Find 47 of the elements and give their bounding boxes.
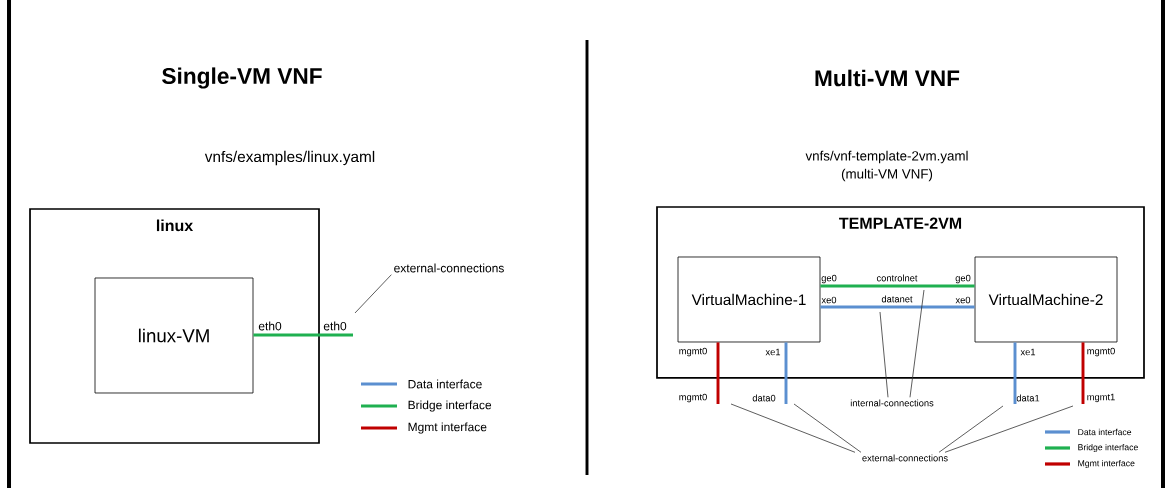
interface-line	[1013, 342, 1017, 404]
port-label: ge0	[955, 274, 971, 284]
interface-line	[820, 305, 975, 309]
leader-line	[909, 289, 925, 398]
legend-text: Mgmt interface	[408, 422, 487, 434]
interface-line	[820, 284, 975, 288]
file-path: vnfs/vnf-template-2vm.yaml	[805, 150, 968, 164]
callout-text: internal-connections	[850, 399, 934, 407]
vm-box: VirtualMachine-2	[974, 256, 1118, 343]
legend-text: Mgmt interface	[1078, 459, 1135, 469]
callout-text: external-connections	[862, 454, 948, 462]
leader-line	[938, 405, 1004, 453]
file-path: vnfs/examples/linux.yaml	[204, 150, 375, 166]
callout-text: eth0	[323, 321, 347, 331]
interface-line	[1081, 342, 1085, 404]
port-label: mgmt0	[679, 347, 707, 357]
callout-text: data0	[752, 394, 776, 402]
port-label: xe0	[955, 296, 971, 304]
port-label: xe0	[821, 296, 837, 304]
leader-line	[944, 405, 1074, 453]
interface-line	[784, 342, 788, 404]
port-label: xe1	[1020, 348, 1036, 356]
callout-text: mgmt0	[679, 393, 707, 403]
interface-line	[716, 342, 720, 404]
leader-line	[879, 311, 889, 398]
vm-box: VirtualMachine-1	[677, 256, 821, 343]
legend-text: Bridge interface	[1078, 443, 1138, 453]
edge-label: controlnet	[876, 274, 918, 282]
edge-label: datanet	[881, 295, 913, 303]
callout-text: external-connections	[394, 263, 504, 273]
heading: Multi-VM VNF	[815, 69, 960, 87]
file-path: (multi-VM VNF)	[841, 168, 933, 182]
port-label: xe1	[765, 348, 781, 356]
interface-line	[253, 333, 353, 337]
leader-line	[730, 403, 856, 453]
legend-text: Bridge interface	[408, 400, 492, 412]
port-label: eth0	[258, 321, 282, 331]
leader-line	[354, 274, 392, 314]
port-label: ge0	[821, 274, 837, 284]
heading: Single-VM VNF	[162, 67, 322, 89]
leader-line	[793, 403, 862, 453]
port-label: mgmt0	[1087, 347, 1115, 357]
legend-text: Data interface	[1078, 428, 1132, 436]
legend-text: Data interface	[408, 379, 482, 389]
callout-text: data1	[1016, 394, 1040, 402]
vm-box: linux-VM	[94, 277, 254, 394]
callout-text: mgmt1	[1087, 393, 1115, 403]
